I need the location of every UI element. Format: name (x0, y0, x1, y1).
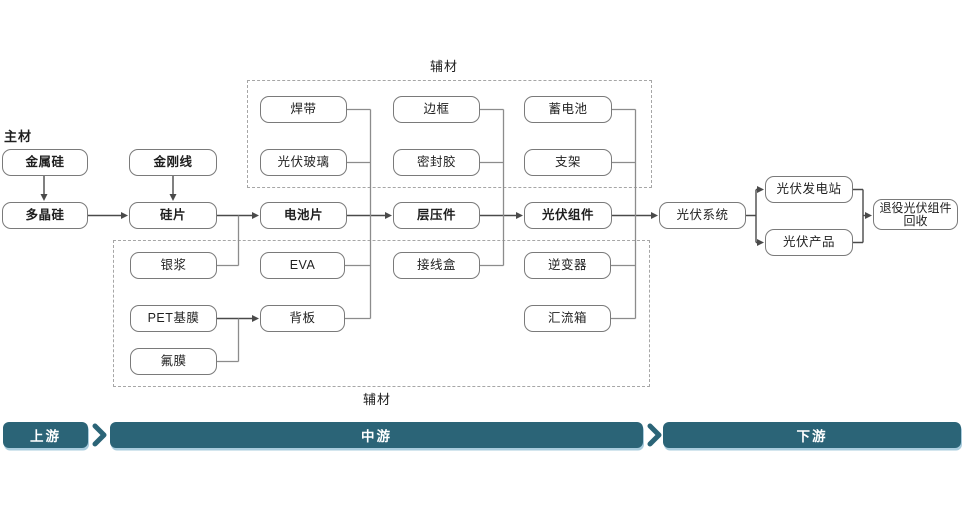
stage-bar-downstream: 下游 (663, 422, 961, 448)
aux-material-label-bottom: 辅材 (363, 392, 392, 407)
edge-merge-to-recycling (853, 188, 864, 244)
aux-connector-fluorine-film (217, 318, 240, 363)
main-material-label: 主材 (4, 129, 33, 144)
node-pv-system: 光伏系统 (659, 202, 746, 229)
node-pv-power-station: 光伏发电站 (765, 176, 853, 203)
aux-connector-silver-paste (217, 215, 240, 267)
stage-bar-upstream: 上游 (3, 422, 88, 448)
node-sealant: 密封胶 (393, 149, 480, 176)
chevron-right-icon (89, 422, 109, 448)
node-inverter: 逆变器 (524, 252, 611, 279)
stage-bar-midstream: 中游 (110, 422, 643, 448)
node-silver-paste: 银浆 (130, 252, 217, 279)
aux-material-label-top: 辅材 (430, 59, 459, 74)
node-backsheet: 背板 (260, 305, 345, 332)
node-polysilicon: 多晶硅 (2, 202, 88, 229)
node-junction-box: 接线盒 (393, 252, 480, 279)
node-diamond-wire: 金刚线 (129, 149, 217, 176)
node-pv-glass: 光伏玻璃 (260, 149, 347, 176)
node-pet-base-film: PET基膜 (130, 305, 217, 332)
node-silicon-wafer: 硅片 (129, 202, 217, 229)
node-bracket: 支架 (524, 149, 612, 176)
aux-materials-group-bottom (113, 240, 650, 387)
node-solder-ribbon: 焊带 (260, 96, 347, 123)
edge-system-split (746, 189, 757, 243)
node-fluorine-film: 氟膜 (130, 348, 217, 375)
chevron-right-icon (644, 422, 664, 448)
node-pv-products: 光伏产品 (765, 229, 853, 256)
node-eva: EVA (260, 252, 345, 279)
node-combiner-box: 汇流箱 (524, 305, 611, 332)
node-pv-module: 光伏组件 (524, 202, 612, 229)
node-storage-battery: 蓄电池 (524, 96, 612, 123)
node-laminate: 层压件 (393, 202, 480, 229)
aux-connector-laminate-group (345, 108, 372, 320)
node-solar-cell: 电池片 (260, 202, 347, 229)
aux-connector-module-group (480, 108, 505, 267)
node-metal-silicon: 金属硅 (2, 149, 88, 176)
node-retired-pv-module-recycling: 退役光伏组件回收 (873, 199, 958, 230)
aux-materials-group-top (247, 80, 652, 188)
node-frame: 边框 (393, 96, 480, 123)
aux-connector-system-group (611, 108, 637, 320)
